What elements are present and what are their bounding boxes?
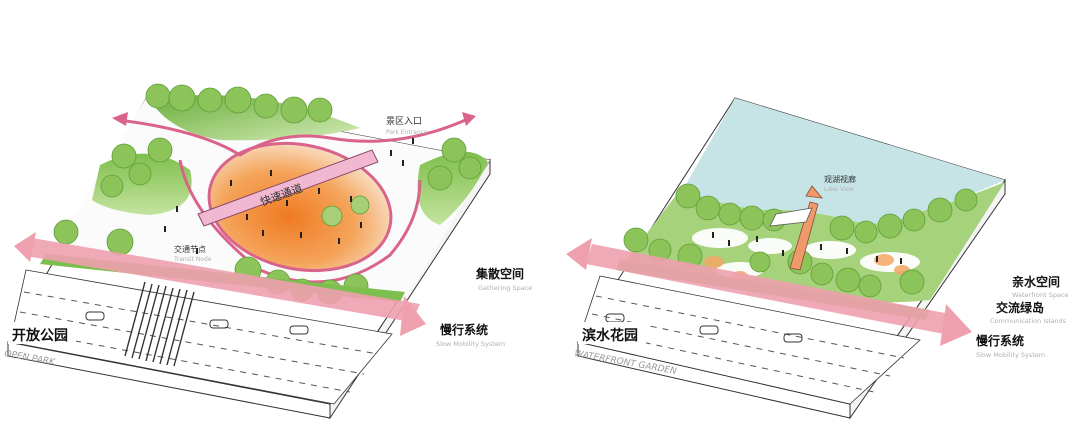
left-slow-arrow-head-right xyxy=(400,296,426,336)
left-slow-label: 慢行系统 xyxy=(440,322,488,337)
left-slow-label-en: Slow Mobility System xyxy=(436,340,505,348)
right-title-zh: 滨水花园 xyxy=(582,327,638,344)
left-title-zh: 开放公园 xyxy=(12,327,68,344)
left-road-markings xyxy=(15,291,379,393)
right-slow-label: 慢行系统 xyxy=(976,333,1024,348)
right-slow-arrow-head-left xyxy=(566,238,592,270)
lake-view-corridor xyxy=(789,201,819,271)
right-people xyxy=(712,232,902,264)
left-pink-path-top xyxy=(117,116,471,157)
left-arrow-head-top-right xyxy=(462,112,476,126)
left-slow-band xyxy=(26,238,420,322)
gathering-label-en: Gathering Space xyxy=(478,284,532,292)
left-arrow-head-top-left xyxy=(112,112,128,126)
right-road xyxy=(577,275,921,405)
green-island-label: 交流绿岛 xyxy=(996,300,1044,315)
right-title-box xyxy=(578,322,646,344)
left-title-box xyxy=(8,322,76,344)
traffic-node-label: 交通节点 xyxy=(174,244,206,254)
scenic-entrance-label-en: Park Entrance xyxy=(386,129,428,136)
fast-channel-bar xyxy=(197,149,379,227)
left-cars xyxy=(85,311,309,335)
green-island-label-en: Communication Islands xyxy=(990,317,1067,325)
lake-water xyxy=(680,98,1005,224)
lake-view-deck xyxy=(769,207,813,227)
lake-view-label-en: Lake View xyxy=(824,186,854,193)
left-road xyxy=(9,269,393,405)
left-slow-arrow-head-left xyxy=(14,232,36,262)
left-trees xyxy=(53,83,482,305)
left-crosswalk xyxy=(124,281,195,367)
waterfront-label: 亲水空间 xyxy=(1012,274,1060,289)
scenic-entrance-label: 景区入口 xyxy=(386,116,422,127)
lake-view-label: 观湖视廊 xyxy=(824,174,856,184)
gathering-label: 集散空间 xyxy=(475,266,524,281)
traffic-node-label-en: Transit Node xyxy=(173,256,212,263)
right-trees xyxy=(623,183,978,298)
right-slow-label-en: Slow Mobility System xyxy=(976,351,1045,359)
right-slow-arrow-head-right xyxy=(940,304,972,346)
right-panel: 滨水花园 WATERFRONT GARDEN 观湖视廊 Lake View 亲水… xyxy=(566,97,1069,420)
gathering-plaza xyxy=(207,141,393,273)
left-people xyxy=(164,138,414,254)
waterfront-label-en: Waterfront Space xyxy=(1012,291,1069,299)
left-panel: 开放公园 OPEN PARK 景区入口 Park Entrance 快速通道 交… xyxy=(3,83,532,420)
right-slow-band xyxy=(586,244,950,334)
lake-view-arrowhead xyxy=(805,185,823,199)
